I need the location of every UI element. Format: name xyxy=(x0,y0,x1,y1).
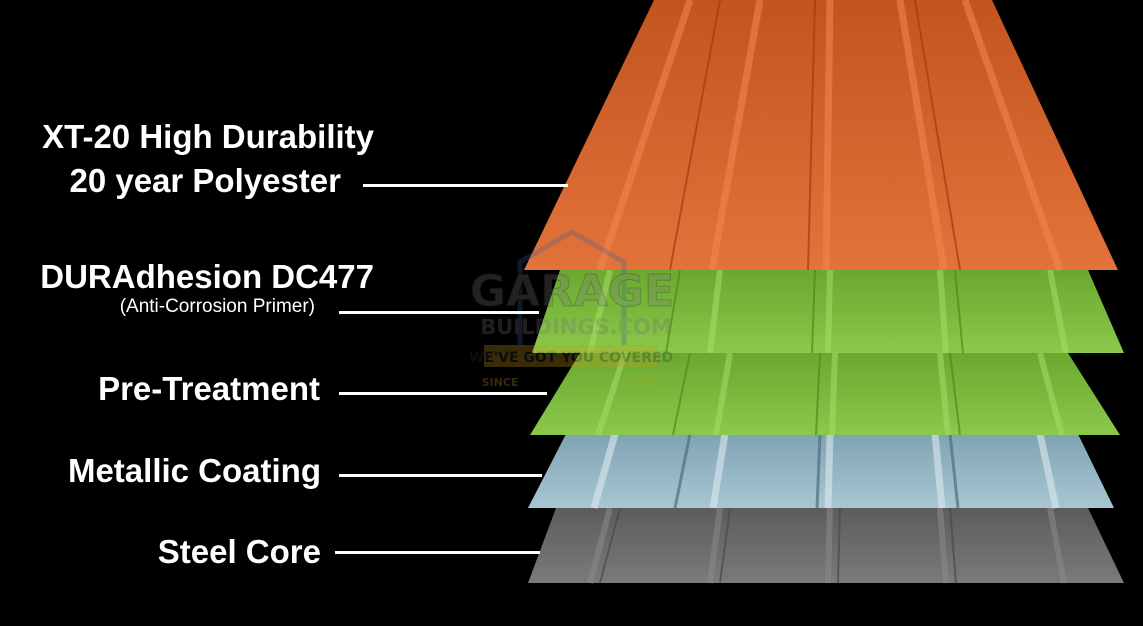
primer-leader-line xyxy=(339,311,539,314)
primer-subtitle: (Anti-Corrosion Primer) xyxy=(119,296,315,317)
svg-text:1997: 1997 xyxy=(629,376,660,389)
polyester-title: XT-20 High Durability xyxy=(42,118,374,155)
metallic-coating-label: Metallic Coating xyxy=(68,452,321,490)
pre-treatment-title: Pre-Treatment xyxy=(98,370,320,407)
svg-text:BUILDINGS.COM: BUILDINGS.COM xyxy=(480,315,672,339)
svg-text:GARAGE: GARAGE xyxy=(470,266,674,317)
metallic-coating-title: Metallic Coating xyxy=(67,452,321,489)
garage-buildings-watermark: GARAGE BUILDINGS.COM WE'VE GOT YOU COVER… xyxy=(469,229,675,389)
steel-core-title: Steel Core xyxy=(157,533,321,570)
shield-icon xyxy=(517,229,627,353)
pre-treatment-leader-line xyxy=(339,392,547,395)
primer-layer xyxy=(532,269,1124,354)
polyester-subtitle: 20 year Polyester xyxy=(69,162,341,199)
steel-core-layer xyxy=(528,507,1124,584)
svg-text:SINCE: SINCE xyxy=(482,376,519,389)
polyester-leader-line xyxy=(363,184,568,187)
steel-core-leader-line xyxy=(335,551,540,554)
pre-treatment-label: Pre-Treatment xyxy=(98,370,320,408)
primer-title: DURAdhesion DC477 xyxy=(40,258,374,295)
polyester-layer xyxy=(524,0,1118,272)
primer-label: DURAdhesion DC477 (Anti-Corrosion Primer… xyxy=(40,258,374,318)
metallic-coating-layer xyxy=(528,433,1114,509)
pre-treatment-layer xyxy=(530,352,1120,436)
polyester-label: XT-20 High Durability 20 year Polyester xyxy=(42,118,374,200)
steel-core-label: Steel Core xyxy=(158,533,321,571)
svg-text:WE'VE GOT YOU COVERED: WE'VE GOT YOU COVERED xyxy=(469,350,673,366)
metallic-coating-leader-line xyxy=(339,474,542,477)
